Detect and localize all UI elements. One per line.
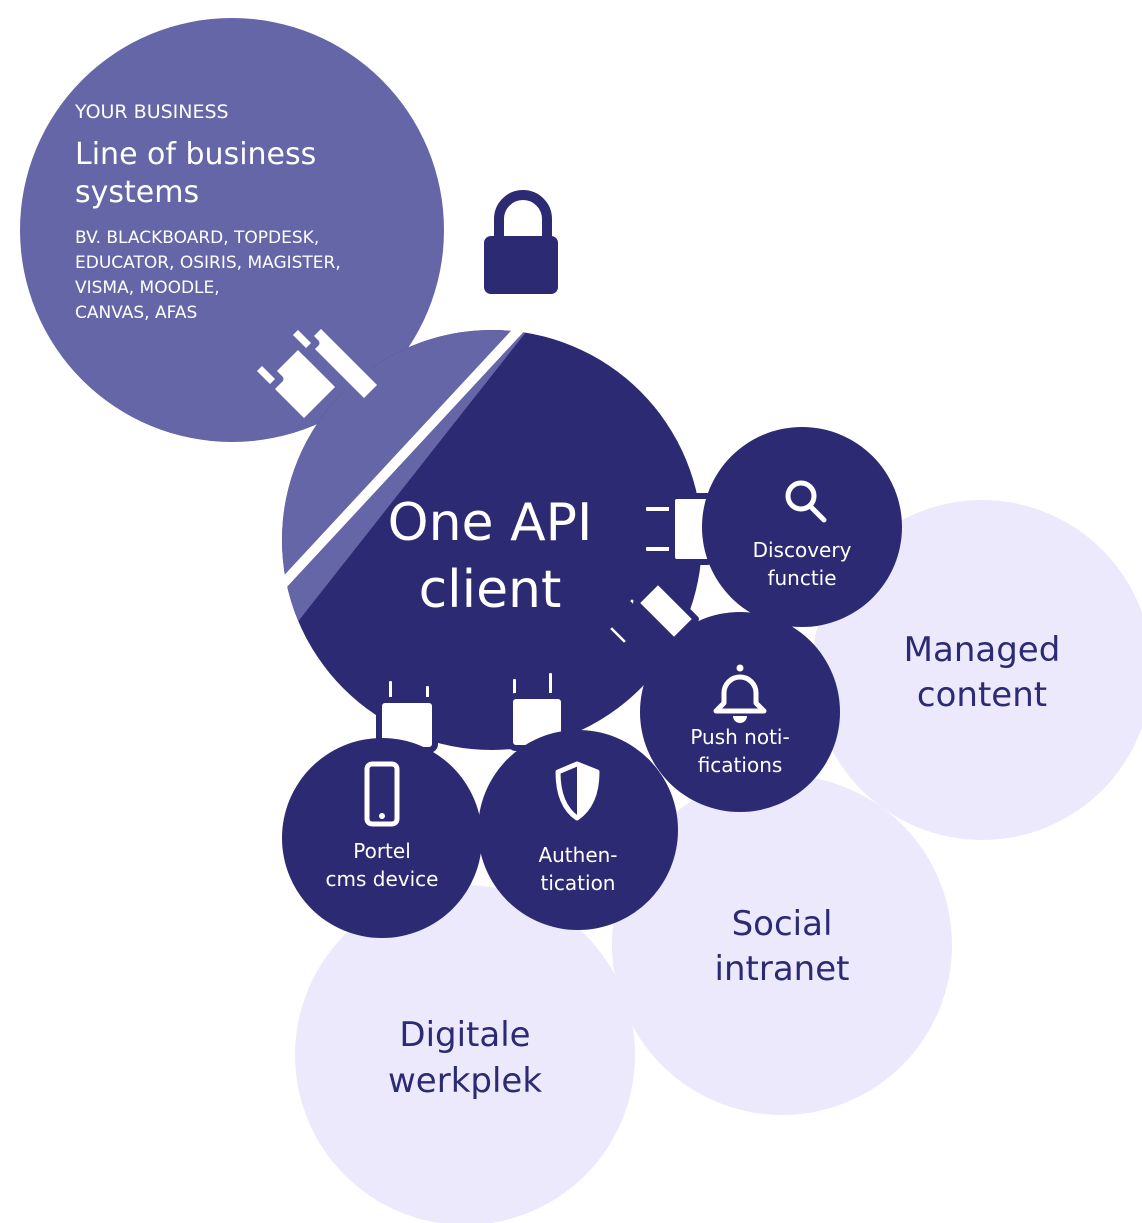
social-intranet-circle — [612, 775, 952, 1115]
social-intranet-node: Social intranet — [612, 775, 952, 1115]
push-plug — [603, 578, 699, 650]
one-api-client-node: One API client — [264, 318, 702, 750]
digital-workplace-node: Digitale werkplek — [295, 885, 635, 1223]
discovery-label-line2: functie — [767, 566, 836, 590]
managed-content-circle — [812, 500, 1142, 840]
portal-label-line1: Portel — [353, 839, 411, 863]
business-examples-line1: BV. BLACKBOARD, TOPDESK, — [75, 228, 319, 248]
authentication-node: Authen- tication — [478, 667, 678, 930]
portal-label-line2: cms device — [326, 867, 439, 891]
business-systems-circle — [20, 18, 444, 442]
business-examples-line3: VISMA, MOODLE, — [75, 278, 220, 298]
business-examples-line2: EDUCATOR, OSIRIS, MAGISTER, — [75, 253, 341, 273]
authentication-label-line1: Authen- — [538, 843, 617, 867]
discovery-plug — [640, 493, 715, 565]
business-title-line2: systems — [75, 175, 199, 210]
shield-icon — [555, 761, 600, 821]
authentication-label-line2: tication — [541, 871, 616, 895]
api-client-label-line2: client — [419, 560, 562, 620]
social-intranet-label-line1: Social — [732, 904, 833, 944]
managed-content-node: Managed content — [812, 500, 1142, 840]
digital-workplace-circle — [295, 885, 635, 1223]
push-label-line2: fications — [698, 753, 783, 777]
authentication-circle — [478, 730, 678, 930]
portal-device-node: Portel cms device — [282, 675, 482, 938]
discovery-label-line1: Discovery — [753, 538, 852, 562]
padlock-icon — [484, 190, 558, 294]
discovery-node: Discovery functie — [640, 427, 902, 627]
business-systems-node: YOUR BUSINESS Line of business systems B… — [20, 18, 444, 442]
managed-content-label-line2: content — [917, 675, 1047, 715]
bell-icon — [713, 664, 767, 723]
social-intranet-label-line2: intranet — [715, 949, 850, 989]
business-kicker: YOUR BUSINESS — [74, 101, 229, 123]
portal-circle — [282, 738, 482, 938]
api-client-divider — [264, 318, 530, 604]
magnifier-icon — [785, 480, 827, 523]
business-examples-line4: CANVAS, AFAS — [75, 303, 197, 323]
portal-plug — [376, 675, 438, 753]
api-client-label-line1: One API — [388, 493, 593, 553]
managed-content-label-line1: Managed — [904, 630, 1061, 670]
digital-workplace-label-line2: werkplek — [388, 1061, 542, 1101]
push-label-line1: Push noti- — [690, 725, 789, 749]
smartphone-icon — [364, 761, 400, 827]
business-plug-connector — [248, 320, 386, 427]
discovery-circle — [702, 427, 902, 627]
business-title-line1: Line of business — [75, 137, 316, 172]
digital-workplace-label-line1: Digitale — [399, 1015, 530, 1055]
push-notifications-node: Push noti- fications — [603, 578, 840, 812]
